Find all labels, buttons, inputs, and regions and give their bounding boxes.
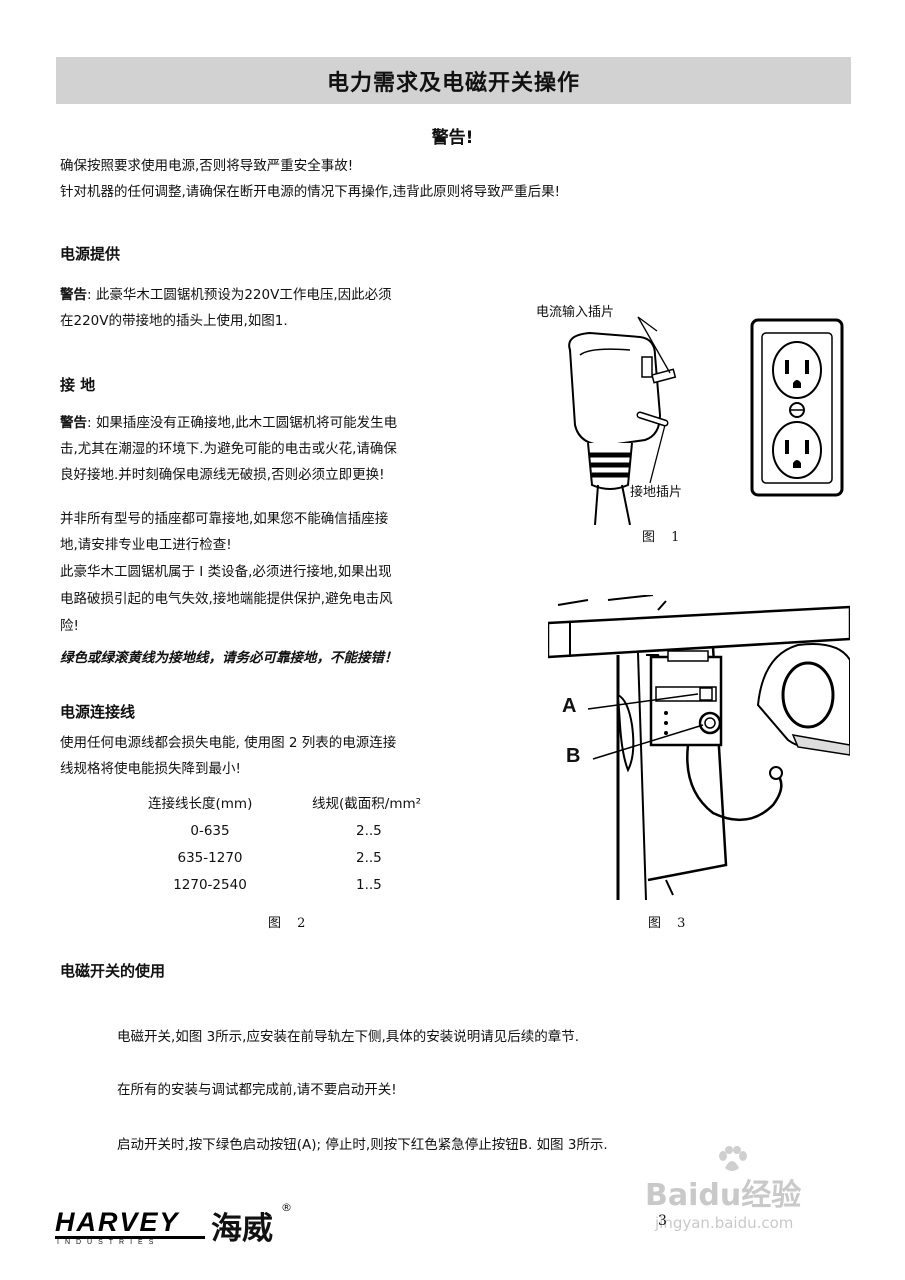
switch-label-a: A [562,695,577,717]
page-title: 电力需求及电磁开关操作 [56,57,851,104]
plug-outlet-illustration [568,316,844,526]
figure-3-caption: 图 3 [648,916,692,931]
logo-brand: HARVEY [55,1207,180,1237]
table-cell-length: 635-1270 [177,850,243,866]
grounding-line-2: 击,尤其在潮湿的环境下.为避免可能的电击或火花,请确保 [60,441,397,457]
watermark-brand: Baidu经验 [645,1178,802,1213]
warning-line-1: 确保按照要求使用电源,否则将导致严重安全事故! [60,158,354,174]
grounding-line-4: 并非所有型号的插座都可靠接地,如果您不能确信插座接 [60,511,389,527]
figure-3: A B [546,594,852,901]
table-cell-gauge: 2..5 [356,823,382,839]
cord-table-header-gauge: 线规(截面积/mm² [312,796,422,812]
power-supply-warning-label: 警告 [60,287,87,303]
warning-line-2: 针对机器的任何调整,请确保在断开电源的情况下再操作,违背此原则将导致严重后果! [60,184,560,200]
grounding-line-5: 地,请安排专业电工进行检查! [60,537,232,553]
harvey-logo: HARVEY INDUSTRIES 海威 ® [55,1201,315,1255]
table-cell-length: 0-635 [190,823,230,839]
table-cell-gauge: 2..5 [356,850,382,866]
grounding-warning-label: 警告 [60,415,87,431]
power-supply-line-1: 警告: 此豪华木工圆锯机预设为220V工作电压,因此必须 [60,282,392,308]
current-input-prong-label: 电流输入插片 [536,305,615,320]
ground-prong-label: 接地插片 [630,485,683,500]
logo-sub: INDUSTRIES [57,1239,160,1246]
table-cell-gauge: 1..5 [356,877,382,893]
registered-mark: ® [281,1201,292,1214]
cord-table-header-length: 连接线长度(mm) [148,796,253,812]
table-cell-length: 1270-2540 [173,877,247,893]
logo-chinese: 海威 [211,1211,273,1247]
switch-usage-line-3: 启动开关时,按下绿色启动按钮(A); 停止时,则按下红色紧急停止按钮B. 如图 … [117,1137,608,1153]
power-supply-heading: 电源提供 [60,245,121,263]
grounding-line-3: 良好接地.并时刻确保电源线无破损,否则必须立即更换! [60,467,385,483]
watermark-url: jingyan.baidu.com [655,1214,794,1232]
cord-heading: 电源连接线 [60,703,136,721]
switch-usage-line-1: 电磁开关,如图 3所示,应安装在前导轨左下侧,具体的安装说明请见后续的章节. [117,1029,580,1045]
cord-line-2: 线规格将使电能损失降到最小! [60,761,241,777]
power-supply-line-1-text: : 此豪华木工圆锯机预设为220V工作电压,因此必须 [87,287,392,303]
figure-1: 电流输入插片 接地插片 [520,295,850,526]
grounding-line-7: 电路破损引起的电气失效,接地端能提供保护,避免电击风 [60,591,393,607]
grounding-line-1-text: : 如果插座没有正确接地,此木工圆锯机将可能发生电 [87,415,398,431]
grounding-line-8: 险! [60,618,79,634]
switch-label-b: B [566,745,581,767]
cord-line-1: 使用任何电源线都会损失电能, 使用图 2 列表的电源连接 [60,735,397,751]
switch-usage-line-2: 在所有的安装与调试都完成前,请不要启动开关! [117,1082,397,1098]
switch-usage-heading: 电磁开关的使用 [60,962,166,980]
warning-title: 警告! [431,128,474,148]
paw-icon [719,1146,747,1171]
grounding-emphasis: 绿色或绿滚黄线为接地线，请务必可靠接地，不能接错！ [60,650,398,666]
power-supply-line-2: 在220V的带接地的插头上使用,如图1. [60,313,288,329]
grounding-line-1: 警告: 如果插座没有正确接地,此木工圆锯机将可能发生电 [60,410,397,436]
grounding-heading: 接 地 [60,376,96,394]
page-number: 3 [658,1213,667,1229]
switch-illustration [546,594,852,901]
grounding-line-6: 此豪华木工圆锯机属于 I 类设备,必须进行接地,如果出现 [60,564,392,580]
figure-2-caption: 图 2 [268,916,312,931]
figure-1-caption: 图 1 [642,530,686,545]
